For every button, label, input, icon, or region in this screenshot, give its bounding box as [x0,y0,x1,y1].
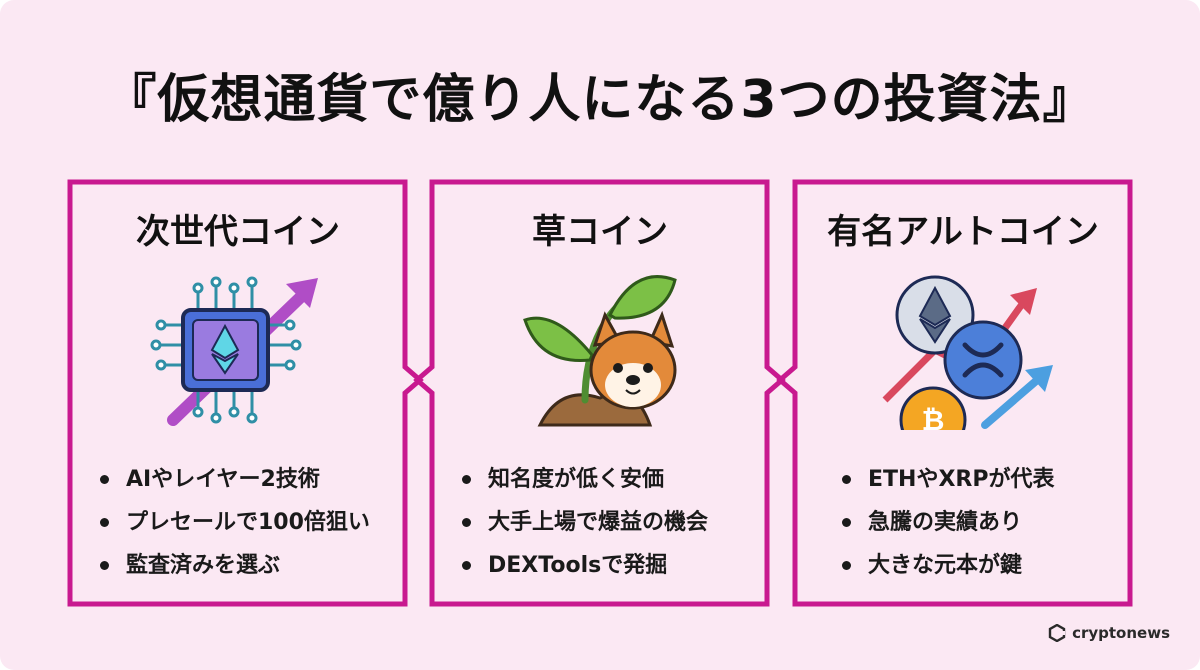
bullet-item: 監査済みを選ぶ [98,544,370,587]
bullet-item: 知名度が低く安価 [460,458,708,501]
eth-xrp-btc-coins-arrows-icon: ₿ [882,275,1053,430]
card-bullets-next-gen: AIやレイヤー2技術 プレセールで100倍狙い 監査済みを選ぶ [98,458,370,587]
bullet-item: 大きな元本が鍵 [840,544,1054,587]
card-frame-3 [776,179,1133,607]
card-title-major-altcoin: 有名アルトコイン [827,212,1099,252]
bullet-item: DEXToolsで発掘 [460,544,708,587]
ethereum-chip-arrow-icon [150,276,318,426]
card-frame-2 [413,179,786,607]
sprout-shiba-dog-icon [523,275,677,427]
bullet-item: プレセールで100倍狙い [98,501,370,544]
cryptonews-logo-icon [1048,624,1066,642]
card-bullets-meme-coin: 知名度が低く安価 大手上場で爆益の機会 DEXToolsで発掘 [460,458,708,587]
card-title-meme-coin: 草コイン [532,212,668,252]
card-title-next-gen: 次世代コイン [136,212,340,252]
brand-logo: cryptonews [1048,620,1170,646]
brand-name: cryptonews [1072,624,1170,642]
bullet-item: ETHやXRPが代表 [840,458,1054,501]
card-frame-1 [67,179,424,607]
card-bullets-major-altcoin: ETHやXRPが代表 急騰の実績あり 大きな元本が鍵 [840,458,1054,587]
bullet-item: 急騰の実績あり [840,501,1054,544]
bullet-item: AIやレイヤー2技術 [98,458,370,501]
page-title: 『仮想通貨で億り人になる3つの投資法』 [104,70,1096,130]
svg-text:₿: ₿ [922,404,945,430]
bullet-item: 大手上場で爆益の機会 [460,501,708,544]
